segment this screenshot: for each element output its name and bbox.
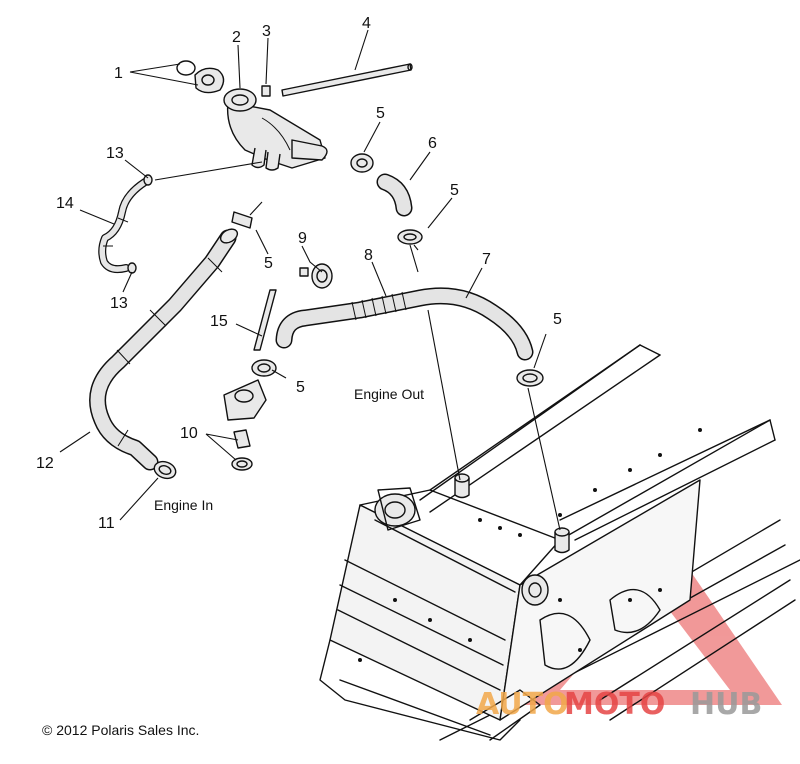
callout-2: 2 (232, 29, 241, 46)
engine-out-label: Engine Out (354, 386, 424, 402)
callout-5-engine: 5 (553, 311, 562, 328)
callout-6: 6 (428, 135, 437, 152)
callout-14: 14 (56, 195, 74, 212)
clamp-13-lower (127, 262, 137, 274)
thermostat-housing-2 (223, 88, 328, 171)
callout-3: 3 (262, 23, 271, 40)
callout-7: 7 (482, 251, 491, 268)
clamp-5-housing (350, 153, 374, 173)
clamp-5-elbow (397, 229, 423, 245)
vent-tube-4 (281, 63, 413, 97)
clamp-11 (153, 460, 177, 480)
callout-13-upper: 13 (106, 145, 124, 162)
engine-block (319, 344, 800, 741)
clamp-5-outlet (231, 211, 253, 229)
leader-lines (59, 29, 561, 531)
callout-11: 11 (98, 515, 115, 532)
callout-12: 12 (36, 455, 54, 472)
callout-9: 9 (298, 230, 307, 247)
callout-4: 4 (362, 15, 371, 32)
clamp-9 (299, 263, 333, 289)
thermostat-10 (231, 429, 253, 471)
callout-5-outlet: 5 (264, 255, 273, 272)
callout-5-fitting: 5 (296, 379, 305, 396)
tie-strap-15 (253, 289, 277, 351)
watermark-moto: MOTO (564, 687, 665, 722)
callout-1: 1 (114, 65, 123, 82)
callout-5-elbow: 5 (450, 182, 459, 199)
callout-numbers: 1 2 3 4 5 6 5 7 8 9 13 14 13 5 15 5 5 10… (36, 15, 562, 532)
callout-10: 10 (180, 425, 198, 442)
clamp-5-engine (516, 369, 544, 387)
clamp-13-upper (143, 174, 153, 186)
watermark-auto: AUTO (476, 687, 569, 722)
outlet-fitting (223, 379, 267, 421)
bleed-screw-3 (261, 85, 271, 97)
hose-14-bypass (98, 178, 149, 274)
callout-8: 8 (364, 247, 373, 264)
copyright-text: © 2012 Polaris Sales Inc. (42, 722, 199, 738)
elbow-6 (376, 173, 413, 217)
callout-13-lower: 13 (110, 295, 128, 312)
watermark-hub: HUB (690, 687, 762, 722)
callout-5-housing: 5 (376, 105, 385, 122)
engine-in-label: Engine In (154, 497, 213, 513)
clamp-5-fitting (251, 359, 277, 377)
callout-15: 15 (210, 313, 228, 330)
cover-and-oring-1 (176, 60, 225, 94)
hose-8-and-7-engine-out (275, 287, 534, 361)
hose-12-engine-in (89, 228, 239, 471)
watermark-logo: AUTO MOTO HUB (476, 687, 762, 722)
